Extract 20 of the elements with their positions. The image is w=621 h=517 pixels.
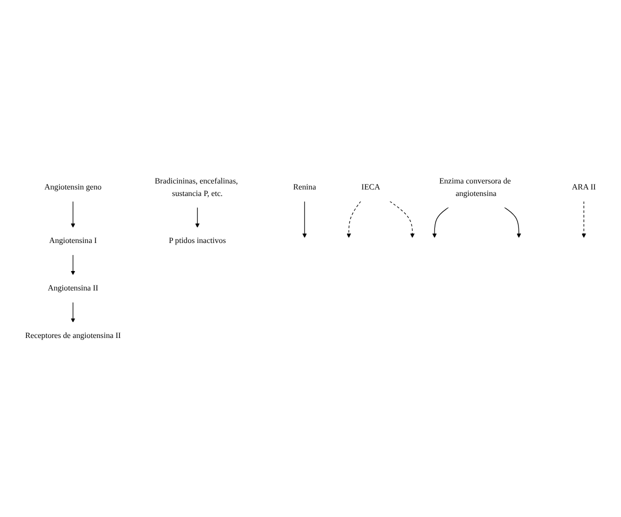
node-text: P ptidos inactivos	[168, 236, 226, 245]
arrow	[70, 200, 76, 228]
node-text: Enzima conversora de angiotensina	[439, 176, 511, 198]
node-text: Angiotensina II	[48, 284, 98, 292]
arrow	[582, 200, 586, 238]
node-text: ARA II	[572, 182, 596, 192]
arrow	[346, 200, 362, 238]
arrow	[432, 206, 449, 238]
arrow	[195, 206, 200, 228]
node-text: Renina	[293, 182, 316, 192]
arrow	[390, 200, 415, 238]
arrow	[70, 254, 76, 275]
node-text: IECA	[361, 182, 380, 192]
node-text: Receptores de angiotensina II	[25, 331, 121, 340]
arrow	[70, 302, 76, 322]
node-text: Angiotensin geno	[44, 182, 102, 192]
arrow	[504, 206, 522, 238]
node-text: Bradicininas, encefalinas, sustancia P, etc.	[154, 176, 238, 198]
arrow	[302, 200, 307, 238]
node-text: Angiotensina I	[49, 236, 97, 245]
